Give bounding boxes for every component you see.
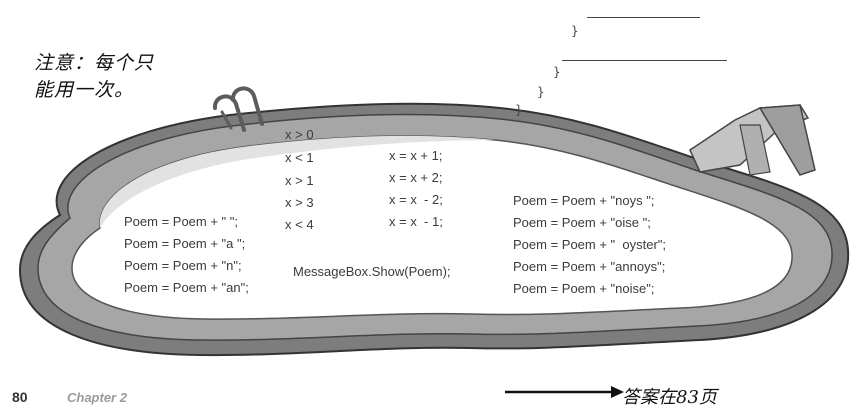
note-line-2: 能用一次。 bbox=[34, 79, 135, 101]
closing-brace-2: } bbox=[553, 65, 561, 79]
snippet-increment[interactable]: x = x + 1; bbox=[389, 148, 443, 163]
snippet-increment[interactable]: x = x + 2; bbox=[389, 170, 443, 185]
note-line-1: 注意：每个只 bbox=[34, 52, 155, 74]
answer-page-note: 答案在83页 bbox=[622, 387, 717, 408]
blank-line-1 bbox=[587, 17, 700, 18]
snippet-poem-right[interactable]: Poem = Poem + "annoys"; bbox=[513, 259, 666, 274]
snippet-message-box[interactable]: MessageBox.Show(Poem); bbox=[293, 264, 451, 279]
snippet-poem-right[interactable]: Poem = Poem + "noys "; bbox=[513, 193, 655, 208]
closing-brace-3: } bbox=[537, 85, 545, 99]
snippet-increment[interactable]: x = x - 1; bbox=[389, 214, 443, 229]
closing-brace-4: } bbox=[515, 103, 523, 117]
snippet-condition[interactable]: x < 1 bbox=[285, 150, 314, 165]
snippet-poem-right[interactable]: Poem = Poem + "oise "; bbox=[513, 215, 651, 230]
pool-ladder bbox=[213, 86, 264, 132]
blank-line-2 bbox=[562, 60, 727, 61]
arrow-right-icon bbox=[505, 386, 624, 398]
pool-slide bbox=[689, 104, 816, 176]
snippet-poem-left[interactable]: Poem = Poem + "a "; bbox=[124, 236, 246, 251]
snippet-condition[interactable]: x > 3 bbox=[285, 195, 314, 210]
snippet-condition[interactable]: x < 4 bbox=[285, 217, 314, 232]
snippet-condition[interactable]: x > 1 bbox=[285, 173, 314, 188]
snippet-poem-right[interactable]: Poem = Poem + "noise"; bbox=[513, 281, 655, 296]
pool-inner-wall bbox=[99, 135, 496, 228]
snippet-condition[interactable]: x > 0 bbox=[285, 127, 314, 142]
snippet-poem-right[interactable]: Poem = Poem + " oyster"; bbox=[513, 237, 667, 252]
snippet-poem-left[interactable]: Poem = Poem + "n"; bbox=[124, 258, 242, 273]
closing-brace-1: } bbox=[571, 24, 579, 38]
snippet-poem-left[interactable]: Poem = Poem + " "; bbox=[124, 214, 239, 229]
chapter-label: Chapter 2 bbox=[67, 390, 127, 405]
handwritten-note: 注意：每个只 能用一次。 bbox=[34, 50, 154, 104]
page-number: 80 bbox=[12, 389, 28, 405]
snippet-poem-left[interactable]: Poem = Poem + "an"; bbox=[124, 280, 249, 295]
snippet-increment[interactable]: x = x - 2; bbox=[389, 192, 443, 207]
